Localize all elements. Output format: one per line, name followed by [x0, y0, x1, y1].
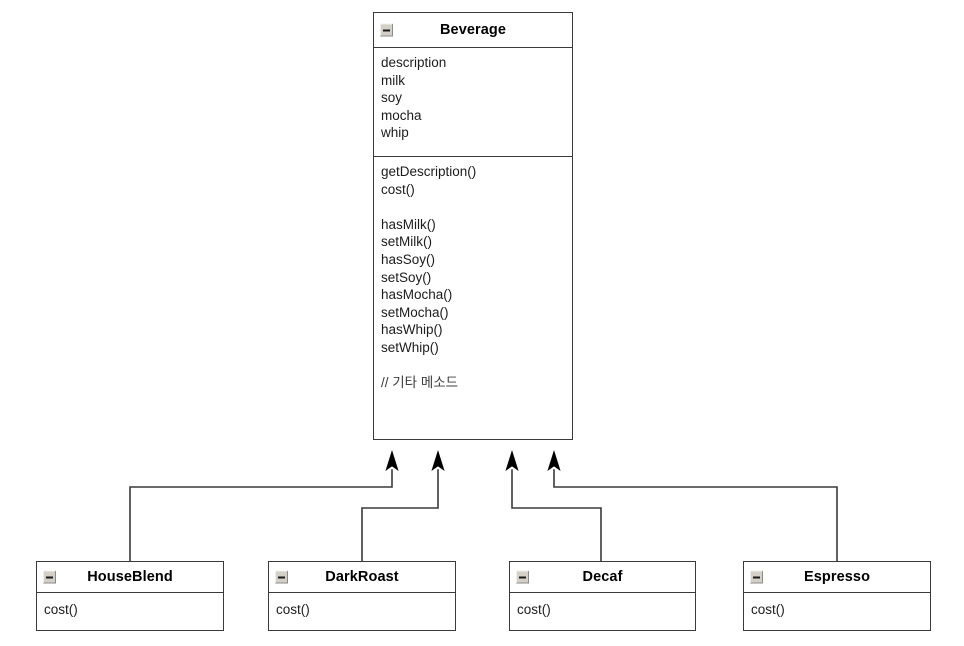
class-name-decaf: Decaf	[582, 569, 623, 585]
attribute-item: whip	[381, 125, 409, 141]
operations-compartment-espresso: cost()	[744, 593, 930, 625]
attribute-item: description	[381, 55, 447, 70]
operation-item: cost()	[381, 181, 415, 197]
attributes-compartment-beverage: description milk soy mocha whip	[374, 48, 572, 157]
class-header-beverage: Beverage	[374, 13, 572, 48]
edge-houseblend	[129, 469, 393, 562]
operation-item: setMilk()	[381, 234, 432, 250]
operation-item: hasSoy()	[381, 251, 436, 267]
class-box-darkroast[interactable]: DarkRoast cost()	[268, 561, 456, 631]
minus-box-icon[interactable]	[43, 570, 56, 584]
minus-box-icon[interactable]	[275, 570, 288, 584]
edge-darkroast	[361, 469, 439, 562]
attribute-item: milk	[381, 72, 405, 88]
class-box-espresso[interactable]: Espresso cost()	[743, 561, 931, 631]
minus-box-icon[interactable]	[750, 570, 763, 584]
edge-espresso	[553, 469, 838, 562]
class-name-darkroast: DarkRoast	[325, 569, 399, 585]
arrowhead-houseblend	[385, 450, 399, 471]
class-header-espresso: Espresso	[744, 562, 930, 593]
minus-box-icon[interactable]	[380, 23, 393, 37]
operation-item: hasMilk()	[381, 216, 436, 232]
attribute-item: mocha	[381, 107, 422, 123]
operation-item: cost()	[517, 602, 551, 617]
operation-item: setWhip()	[381, 339, 439, 355]
operation-item: getDescription()	[381, 164, 477, 179]
operation-spacer	[381, 198, 572, 216]
operation-item: hasWhip()	[381, 322, 443, 338]
class-header-houseblend: HouseBlend	[37, 562, 223, 593]
operations-compartment-beverage: getDescription() cost() hasMilk() setMil…	[374, 157, 572, 398]
operation-item: setMocha()	[381, 304, 449, 320]
class-header-decaf: Decaf	[510, 562, 695, 593]
operation-item: cost()	[44, 602, 78, 617]
edge-decaf	[511, 469, 602, 562]
operation-item: cost()	[276, 602, 310, 617]
arrowhead-espresso	[547, 450, 561, 471]
class-header-darkroast: DarkRoast	[269, 562, 455, 593]
minus-box-icon[interactable]	[516, 570, 529, 584]
class-box-decaf[interactable]: Decaf cost()	[509, 561, 696, 631]
operations-compartment-decaf: cost()	[510, 593, 695, 625]
class-name-espresso: Espresso	[803, 569, 871, 585]
class-name-houseblend: HouseBlend	[87, 569, 173, 585]
operation-item: setSoy()	[381, 269, 432, 285]
operation-item: cost()	[751, 602, 785, 617]
class-box-houseblend[interactable]: HouseBlend cost()	[36, 561, 224, 631]
operations-compartment-darkroast: cost()	[269, 593, 455, 625]
operation-item: hasMocha()	[381, 287, 453, 303]
arrowhead-decaf	[505, 450, 519, 471]
class-box-beverage[interactable]: Beverage description milk soy mocha whip…	[373, 12, 573, 440]
operations-compartment-houseblend: cost()	[37, 593, 223, 625]
arrowhead-darkroast	[431, 450, 445, 471]
class-name-beverage: Beverage	[439, 22, 507, 38]
attribute-item: soy	[381, 90, 403, 106]
operation-spacer	[381, 357, 572, 375]
operation-comment: // 기타 메소드	[381, 375, 459, 391]
